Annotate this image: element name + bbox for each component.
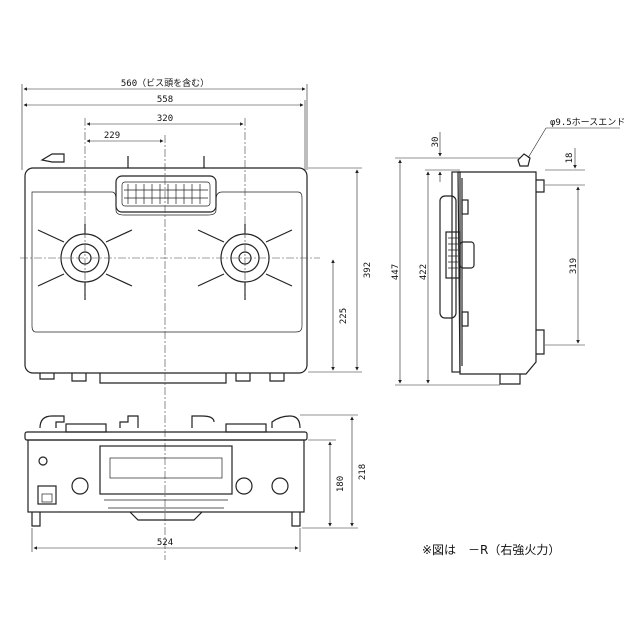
side-view xyxy=(439,153,545,385)
top-view xyxy=(20,118,320,560)
dim-319: 319 xyxy=(569,258,579,274)
dim-320: 320 xyxy=(157,114,173,124)
dim-560: 560（ビス頭を含む） xyxy=(121,77,209,89)
dim-422: 422 xyxy=(419,264,429,280)
side-dimensions: 447 422 30 φ9.5ホースエンド 18 319 xyxy=(391,117,625,386)
dim-180: 180 xyxy=(336,476,346,492)
dim-447: 447 xyxy=(391,264,401,280)
front-view xyxy=(24,415,308,527)
dim-30: 30 xyxy=(431,137,441,148)
dim-225: 225 xyxy=(339,308,349,324)
hose-end-label: φ9.5ホースエンド xyxy=(550,117,625,128)
dim-229: 229 xyxy=(104,131,120,141)
front-dimensions: 218 180 524 xyxy=(31,414,368,552)
top-dimensions: 560（ビス頭を含む） 558 320 229 392 225 xyxy=(21,77,373,373)
dim-392: 392 xyxy=(363,262,373,278)
dim-524: 524 xyxy=(157,538,173,548)
model-note: ※図は －R（右強火力） xyxy=(422,542,560,557)
dim-218: 218 xyxy=(358,464,368,480)
dim-18: 18 xyxy=(565,153,575,164)
grill-vent xyxy=(121,181,211,207)
dim-558: 558 xyxy=(157,95,173,105)
